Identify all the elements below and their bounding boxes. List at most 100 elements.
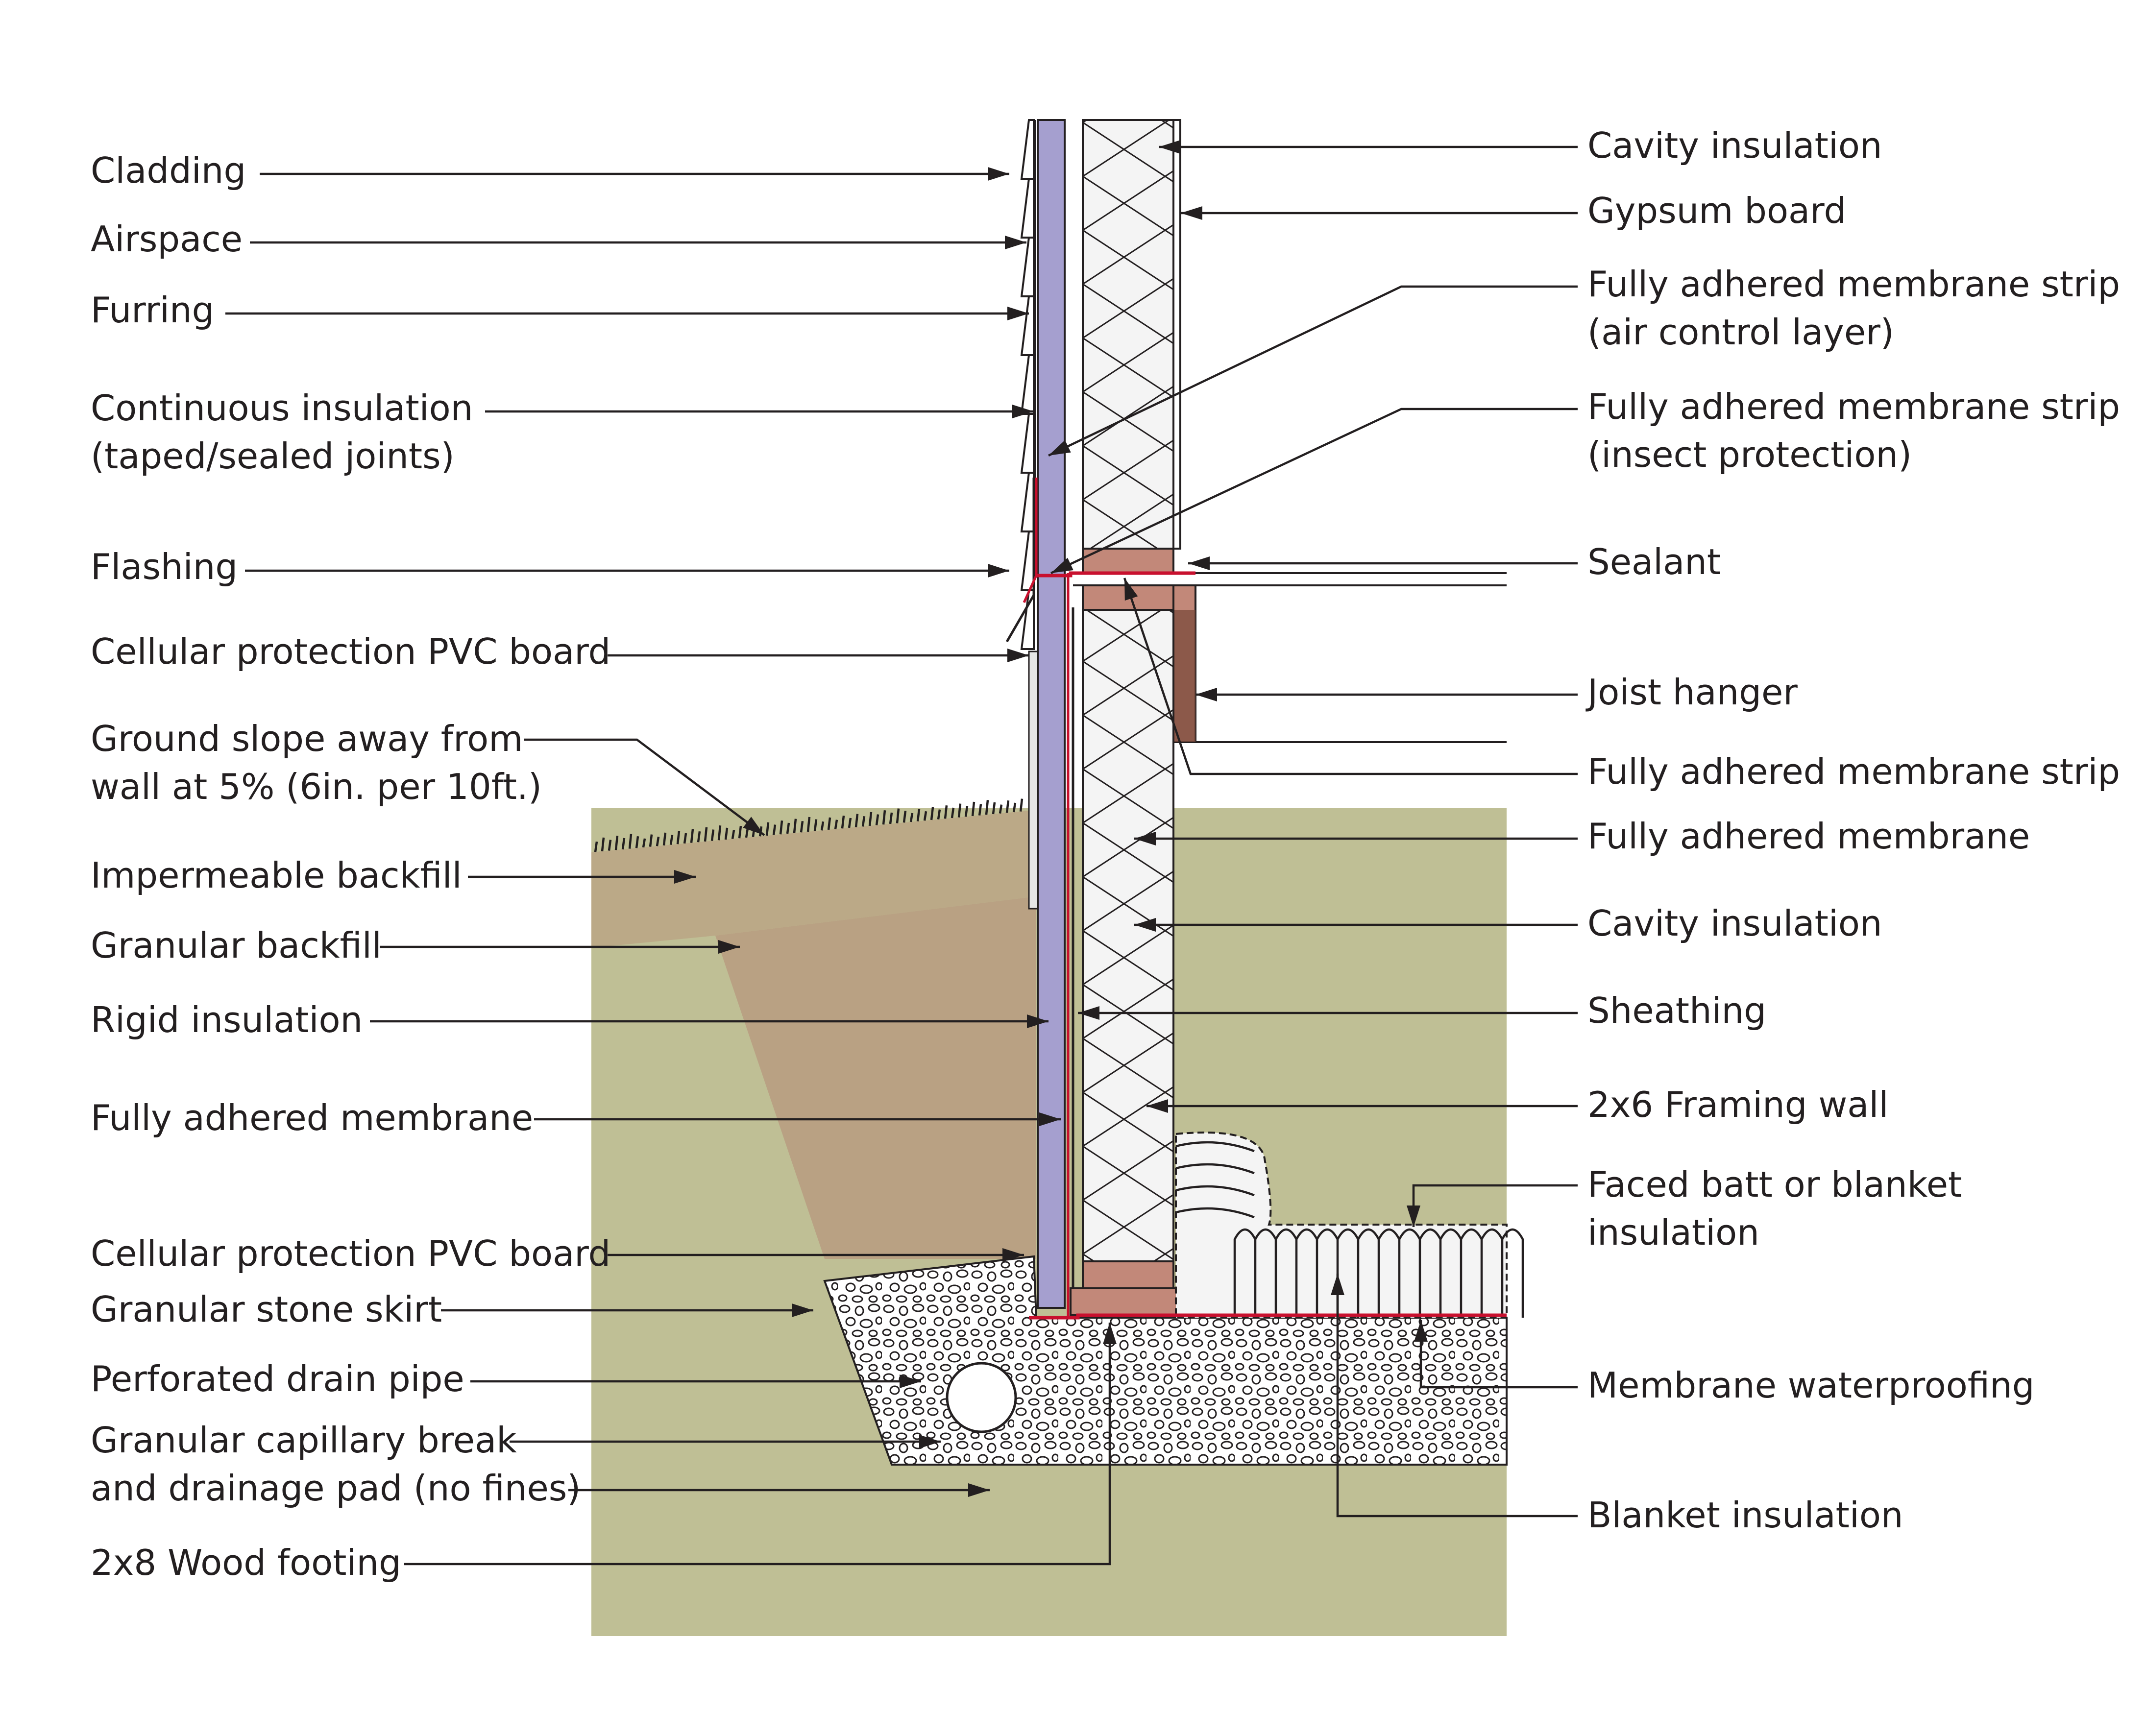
leader-arrowhead	[968, 1483, 990, 1497]
leader-arrowhead	[1049, 440, 1071, 456]
leader-arrowhead	[1159, 140, 1180, 154]
leader-arrowhead	[900, 1374, 921, 1388]
leader-arrowhead	[1181, 206, 1202, 220]
leader-arrowhead	[988, 564, 1009, 578]
cladding-board	[1020, 530, 1035, 591]
callout-label-line: Impermeable backfill	[91, 855, 462, 896]
callout-label-line: (air control layer)	[1587, 312, 1894, 353]
callout-left-11: Cellular protection PVC board	[91, 1233, 1024, 1274]
callout-left-2: Furring	[91, 289, 1029, 331]
leader-arrowhead	[1007, 307, 1029, 320]
callout-label-line: insulation	[1587, 1212, 1759, 1253]
callout-label-line: Fully adhered membrane	[91, 1097, 533, 1138]
callout-label-line: Fully adhered membrane strip	[1587, 386, 2120, 427]
leader-arrowhead	[1005, 236, 1026, 249]
callout-right-0: Cavity insulation	[1159, 125, 1882, 166]
callout-label-line: Fully adhered membrane strip	[1587, 264, 2120, 305]
callout-left-1: Airspace	[91, 218, 1026, 260]
callout-label-line: Faced batt or blanket	[1587, 1164, 1962, 1205]
leader-arrowhead	[1103, 1323, 1117, 1344]
callout-left-14: Granular capillary break and drainage pad…	[91, 1420, 990, 1509]
callout-left-10: Fully adhered membrane	[91, 1097, 1061, 1138]
leader-arrowhead	[1188, 556, 1210, 570]
callout-label-line: Granular capillary break	[91, 1420, 517, 1461]
grass-texture	[594, 798, 1024, 852]
callout-label-line: Continuous insulation	[91, 387, 473, 429]
cladding-board	[1020, 413, 1035, 474]
gypsum-board	[1172, 119, 1181, 550]
callout-label-line: Membrane waterproofing	[1587, 1365, 2034, 1406]
pvc-protection-board-upper	[1028, 651, 1039, 910]
callout-right-2: Fully adhered membrane strip (air control…	[1048, 264, 2120, 457]
cladding-board	[1020, 178, 1035, 239]
cladding-board	[1020, 295, 1035, 356]
callout-label-line: and drainage pad (no fines)	[91, 1468, 581, 1509]
leader-arrowhead	[1051, 557, 1073, 573]
callout-label-line: Ground slope away from	[91, 718, 523, 759]
cladding-board	[1020, 354, 1035, 415]
leader-line	[404, 1323, 1111, 1566]
callout-label-line: Cavity insulation	[1587, 125, 1882, 166]
callout-right-10: 2x6 Framing wall	[1146, 1084, 1888, 1125]
membrane-waterproofing	[1029, 1313, 1507, 1320]
callout-left-13: Perforated drain pipe	[91, 1358, 921, 1399]
leader-line	[1123, 578, 1578, 775]
callout-label-line: Airspace	[91, 218, 243, 260]
callout-label-line: Cavity insulation	[1587, 903, 1882, 944]
faced-batt-insulation-interior	[1175, 1132, 1508, 1319]
callout-label-line: Cellular protection PVC board	[91, 631, 610, 672]
callout-label-line: (taped/sealed joints)	[91, 435, 455, 477]
callout-right-3: Fully adhered membrane strip (insect prot…	[1050, 386, 2120, 575]
impermeable-backfill-area	[591, 811, 1036, 948]
callout-label-line: Joist hanger	[1585, 672, 1798, 713]
flashing-membrane	[1023, 478, 1038, 603]
bottom-plate	[1082, 1260, 1174, 1289]
callout-left-0: Cladding	[91, 150, 1009, 191]
granular-backfill-area	[715, 896, 1036, 1259]
leader-arrowhead	[743, 817, 764, 835]
leader-line	[1336, 1274, 1578, 1518]
callout-right-8: Cavity insulation	[1134, 903, 1882, 944]
callout-label-line: Granular stone skirt	[91, 1289, 442, 1330]
lower-cavity-insulation	[1082, 609, 1174, 1262]
perforated-drain-pipe	[946, 1362, 1017, 1433]
callout-label-line: Furring	[91, 289, 214, 331]
callout-left-3: Continuous insulation (taped/sealed joint…	[91, 387, 1034, 477]
callout-label-line: (insect protection)	[1587, 434, 1912, 475]
callout-label-line: Perforated drain pipe	[91, 1358, 464, 1399]
callout-right-4: Sealant	[1188, 541, 1721, 582]
leader-line	[1419, 1320, 1578, 1389]
leader-arrowhead	[1407, 1206, 1420, 1227]
callout-left-8: Granular backfill	[91, 925, 740, 966]
callout-left-4: Flashing	[91, 546, 1009, 587]
callout-right-1: Gypsum board	[1181, 190, 1846, 231]
callout-left-12: Granular stone skirt	[91, 1289, 813, 1330]
cladding-board	[1020, 472, 1035, 532]
leader-arrowhead	[718, 940, 740, 954]
upper-cavity-insulation	[1082, 119, 1174, 550]
callout-right-6: Fully adhered membrane strip	[1123, 578, 2120, 792]
callout-label-line: Rigid insulation	[91, 999, 363, 1040]
leader-arrowhead	[1002, 1248, 1024, 1262]
callout-label-line: Fully adhered membrane strip	[1587, 751, 2120, 792]
callout-left-15: 2x8 Wood footing	[91, 1323, 1117, 1583]
callout-right-7: Fully adhered membrane	[1134, 816, 2030, 857]
leader-arrowhead	[1146, 1099, 1168, 1113]
callout-label-line: Cellular protection PVC board	[91, 1233, 610, 1274]
leader-arrowhead	[1007, 649, 1029, 662]
rigid-insulation-board	[1037, 119, 1066, 1309]
leader-arrowhead	[1134, 918, 1156, 932]
callout-right-13: Blanket insulation	[1331, 1274, 1903, 1536]
callout-right-5: Joist hanger	[1195, 672, 1798, 713]
leader-arrowhead	[1414, 1320, 1428, 1342]
wood-footing	[1070, 1287, 1194, 1316]
callout-label-line: 2x6 Framing wall	[1587, 1084, 1888, 1125]
blanket-insulation-loops	[1175, 1141, 1524, 1318]
leader-arrowhead	[674, 870, 696, 884]
callout-label-line: Gypsum board	[1587, 190, 1846, 231]
callout-label-line: Sheathing	[1587, 990, 1766, 1031]
leader-arrowhead	[792, 1303, 813, 1317]
